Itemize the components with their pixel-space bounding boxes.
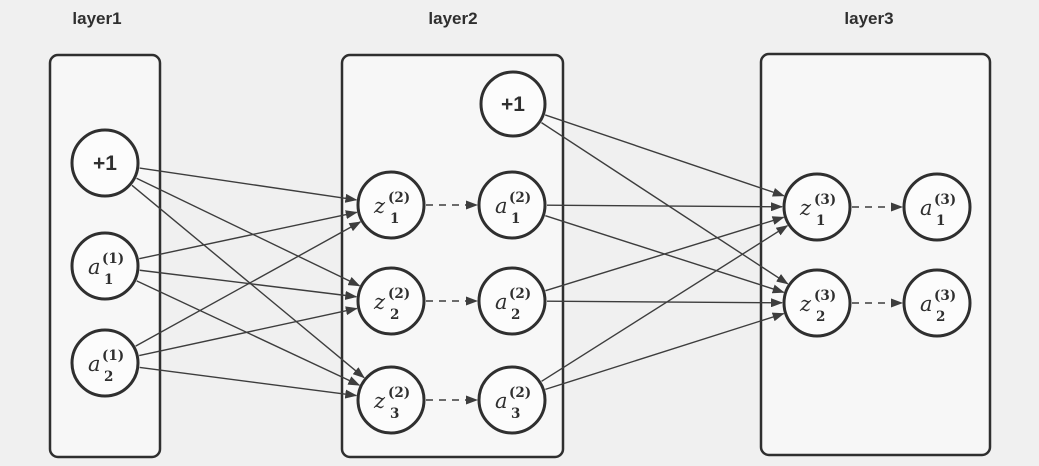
- node-l2-z3: [356, 365, 426, 435]
- node-l3-z1: [782, 172, 852, 242]
- node-l3-a1: [902, 172, 972, 242]
- layer-title-layer1: layer1: [72, 9, 121, 28]
- node-l2-bias: [479, 70, 547, 138]
- edge-l1-bias-to-l2-z1: [139, 167, 358, 203]
- edge-l1-a2-to-l2-z1: [135, 221, 362, 347]
- node-label-l2-z3: z(2)3: [373, 385, 410, 422]
- node-l1-bias: [70, 128, 140, 198]
- node-l1-a2: [70, 328, 140, 398]
- edge-l2-a1-to-l3-z1: [546, 202, 784, 212]
- edge-l2-a2-to-l3-z2: [546, 298, 784, 308]
- edge-l2-bias-to-l3-z2: [541, 122, 789, 285]
- node-l2-a3: [477, 365, 547, 435]
- node-label-l2-a1: a(2)1: [495, 190, 531, 227]
- edge-l2-a3-to-l3-z1: [541, 225, 789, 382]
- edge-l2-a3-to-l3-z2: [545, 312, 785, 391]
- node-label-l2-z1: z(2)1: [373, 190, 410, 227]
- edge-l1-a1-to-l2-z3: [136, 280, 361, 386]
- node-label-l2-z2: z(2)2: [373, 286, 410, 323]
- layer-title-layer2: layer2: [428, 9, 477, 28]
- node-l3-a2: [902, 268, 972, 338]
- node-label-l1-a2: a(1)2: [88, 348, 124, 385]
- edge-l1-bias-to-l2-z3: [131, 184, 365, 379]
- layer-box-layer2: [340, 53, 565, 459]
- node-label-l3-z1: z(3)1: [799, 192, 836, 229]
- node-label-l2-a2: a(2)2: [495, 286, 531, 323]
- layer-box-layer3: [759, 52, 992, 457]
- edge-l1-a2-to-l2-z3: [139, 366, 358, 399]
- node-l1-a1: [70, 231, 140, 301]
- node-l2-z2: [356, 266, 426, 336]
- node-label-l3-a2: a(3)2: [920, 288, 956, 325]
- edge-l1-bias-to-l2-z2: [136, 177, 361, 287]
- node-l2-a1: [477, 170, 547, 240]
- node-label-l3-a1: a(3)1: [920, 192, 956, 229]
- edge-l1-a2-to-l2-z2: [139, 306, 358, 357]
- node-label-l2-bias: +1: [501, 93, 525, 116]
- edge-l2-bias-to-l3-z1: [544, 114, 785, 197]
- layer-title-layer3: layer3: [844, 9, 893, 28]
- node-label-l1-a1: a(1)1: [88, 251, 124, 288]
- edge-l2-a2-to-l3-z1: [545, 216, 785, 292]
- node-label-l1-bias: +1: [93, 152, 117, 175]
- node-l3-z2: [782, 268, 852, 338]
- node-label-l3-z2: z(3)2: [799, 288, 836, 325]
- node-label-l2-a3: a(2)3: [495, 385, 531, 422]
- edge-l1-a1-to-l2-z1: [139, 210, 358, 260]
- node-l2-z1: [356, 170, 426, 240]
- node-l2-a2: [477, 266, 547, 336]
